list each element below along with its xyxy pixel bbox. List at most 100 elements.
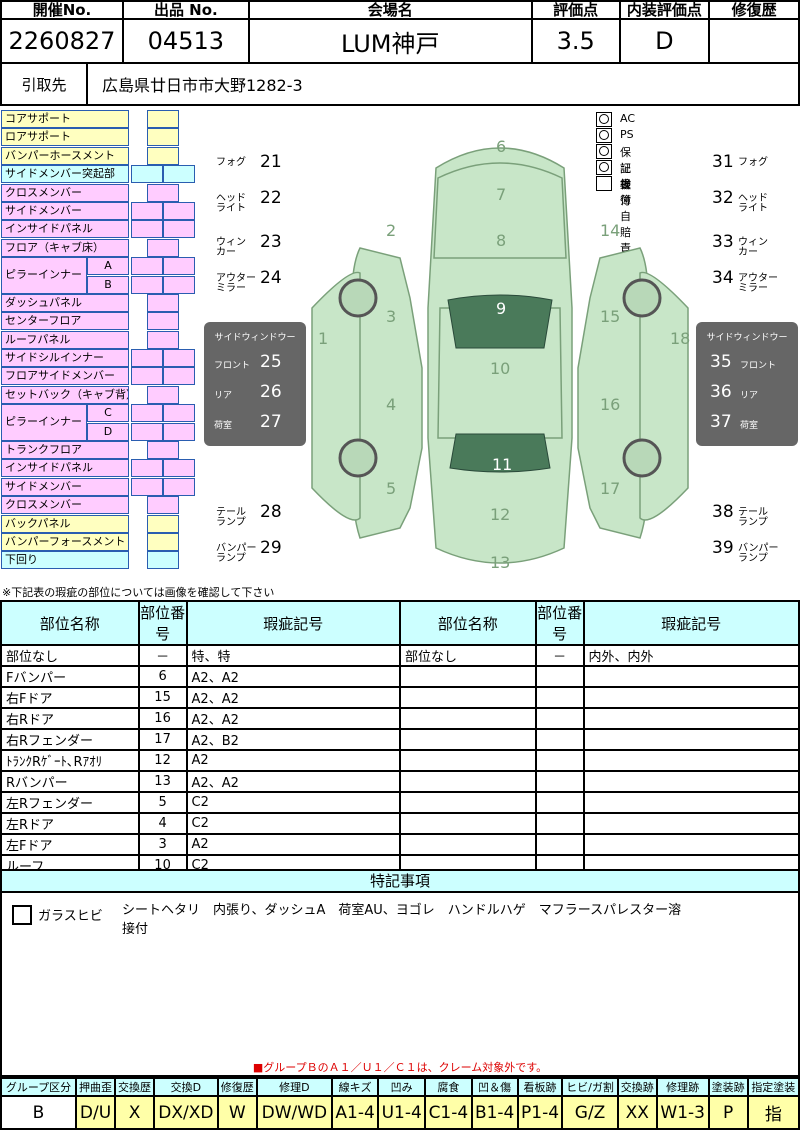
legend-header: 凹＆傷 [470, 1077, 519, 1097]
part-check-box[interactable] [163, 275, 195, 294]
part-row: D [1, 422, 201, 441]
part-check-box[interactable] [131, 349, 163, 368]
damage-cell: C2 [185, 812, 401, 835]
header-label-venue: 会場名 [247, 0, 533, 20]
part-check-box[interactable] [147, 551, 179, 570]
legend-value: C1-4 [424, 1095, 473, 1130]
panel-number: 15 [600, 307, 620, 326]
legend-value: W1-3 [655, 1095, 710, 1130]
damage-cell: A2 [185, 749, 401, 772]
glass-crack-label: ガラスヒビ [38, 909, 103, 924]
part-check-box[interactable] [131, 257, 163, 276]
damage-cell: C2 [185, 791, 401, 814]
part-check-box[interactable] [163, 165, 195, 184]
damage-cell: Rバンパー [0, 770, 140, 793]
part-label: バンパーフォースメント [1, 532, 129, 551]
part-check-box[interactable] [147, 110, 179, 128]
legend-header: グループ区分 [0, 1077, 78, 1097]
part-check-box[interactable] [131, 422, 163, 441]
lamp-label: フォグ [738, 157, 768, 168]
damage-cell: 右Fドア [0, 686, 140, 709]
part-check-box[interactable] [131, 404, 163, 423]
part-row: B [1, 275, 201, 294]
part-check-box[interactable] [147, 496, 179, 515]
part-check-box[interactable] [131, 275, 163, 294]
lamp-number: 39 [712, 538, 734, 558]
lamp-label: バンパー ランプ [738, 543, 779, 564]
part-check-box[interactable] [163, 349, 195, 368]
part-check-box[interactable] [163, 477, 195, 496]
glass-crack-checkbox[interactable] [12, 905, 32, 925]
part-check-box[interactable] [163, 201, 195, 220]
pillar-sub-label: A [87, 257, 129, 276]
part-check-box[interactable] [163, 459, 195, 478]
part-check-box[interactable] [147, 330, 179, 349]
part-check-box[interactable] [131, 165, 163, 184]
legend-value: A1-4 [331, 1095, 380, 1130]
part-label: バックパネル [1, 514, 129, 533]
notice-text: ※下記表の瑕疵の部位については画像を確認して下さい [2, 586, 275, 599]
lot-no-value: 04513 [121, 18, 250, 64]
panel-number: 3 [386, 307, 396, 326]
col-part-no-2: 部位番号 [534, 600, 585, 646]
part-check-box[interactable] [147, 293, 179, 312]
damage-cell: － [137, 644, 188, 667]
damage-cell [582, 665, 800, 688]
part-check-box[interactable] [147, 514, 179, 533]
claim-warning: ■グループＢのＡ１／Ｕ１／Ｃ１は、クレーム対象外です。 [252, 1061, 548, 1074]
legend-header: 線キズ [331, 1077, 380, 1097]
part-check-box[interactable] [147, 183, 179, 202]
legend-value: X [114, 1095, 156, 1130]
part-check-box[interactable] [131, 459, 163, 478]
part-check-box[interactable] [131, 220, 163, 239]
part-check-box[interactable] [131, 477, 163, 496]
panel-number: 8 [496, 231, 506, 250]
part-check-box[interactable] [131, 367, 163, 386]
part-row: クロスメンバー [1, 496, 201, 515]
part-label: クロスメンバー [1, 496, 129, 515]
part-check-box[interactable] [163, 257, 195, 276]
damage-cell [534, 791, 585, 814]
damage-cell: 17 [137, 728, 188, 751]
damage-cell [534, 749, 585, 772]
pickup-label: 引取先 [2, 64, 88, 104]
part-check-box[interactable] [131, 201, 163, 220]
part-check-box[interactable] [163, 404, 195, 423]
damage-table: 部位名称 部位番号 瑕疵記号 部位名称 部位番号 瑕疵記号 部位なし－特、特部位… [0, 600, 800, 877]
part-check-box[interactable] [147, 385, 179, 404]
lamp-number: 22 [260, 188, 282, 208]
wheel-left-rear [338, 438, 378, 478]
part-label: フロアサイドメンバー [1, 367, 129, 386]
legend-value: G/Z [561, 1095, 619, 1130]
damage-cell: 15 [137, 686, 188, 709]
legend-header: 凹み [377, 1077, 427, 1097]
col-defect: 瑕疵記号 [185, 600, 401, 646]
damage-cell: A2、A2 [185, 665, 401, 688]
lamp-number: 21 [260, 152, 282, 172]
legend-header: 指定塗装 [746, 1077, 800, 1097]
part-row: 下回り [1, 551, 201, 570]
wheel-right-rear [622, 438, 662, 478]
part-check-box[interactable] [147, 238, 179, 257]
part-check-box[interactable] [163, 422, 195, 441]
part-check-box[interactable] [147, 128, 179, 147]
lamp-number: 38 [712, 502, 734, 522]
part-check-box[interactable] [147, 532, 179, 551]
damage-cell [582, 686, 800, 709]
part-check-box[interactable] [147, 441, 179, 460]
part-check-box[interactable] [163, 220, 195, 239]
part-label: サイドメンバー突起部 [1, 165, 129, 184]
part-check-box[interactable] [163, 367, 195, 386]
damage-cell: 左Rドア [0, 812, 140, 835]
part-check-box[interactable] [147, 312, 179, 331]
damage-cell [398, 665, 537, 688]
legend-value: P1-4 [516, 1095, 564, 1130]
damage-cell: A2、A2 [185, 770, 401, 793]
legend-header: ヒビ/ガ割 [561, 1077, 619, 1097]
part-row: セットバック（キャブ背） [1, 385, 201, 404]
interior-score-value: D [618, 18, 711, 64]
part-check-box[interactable] [147, 146, 179, 165]
damage-cell [398, 812, 537, 835]
